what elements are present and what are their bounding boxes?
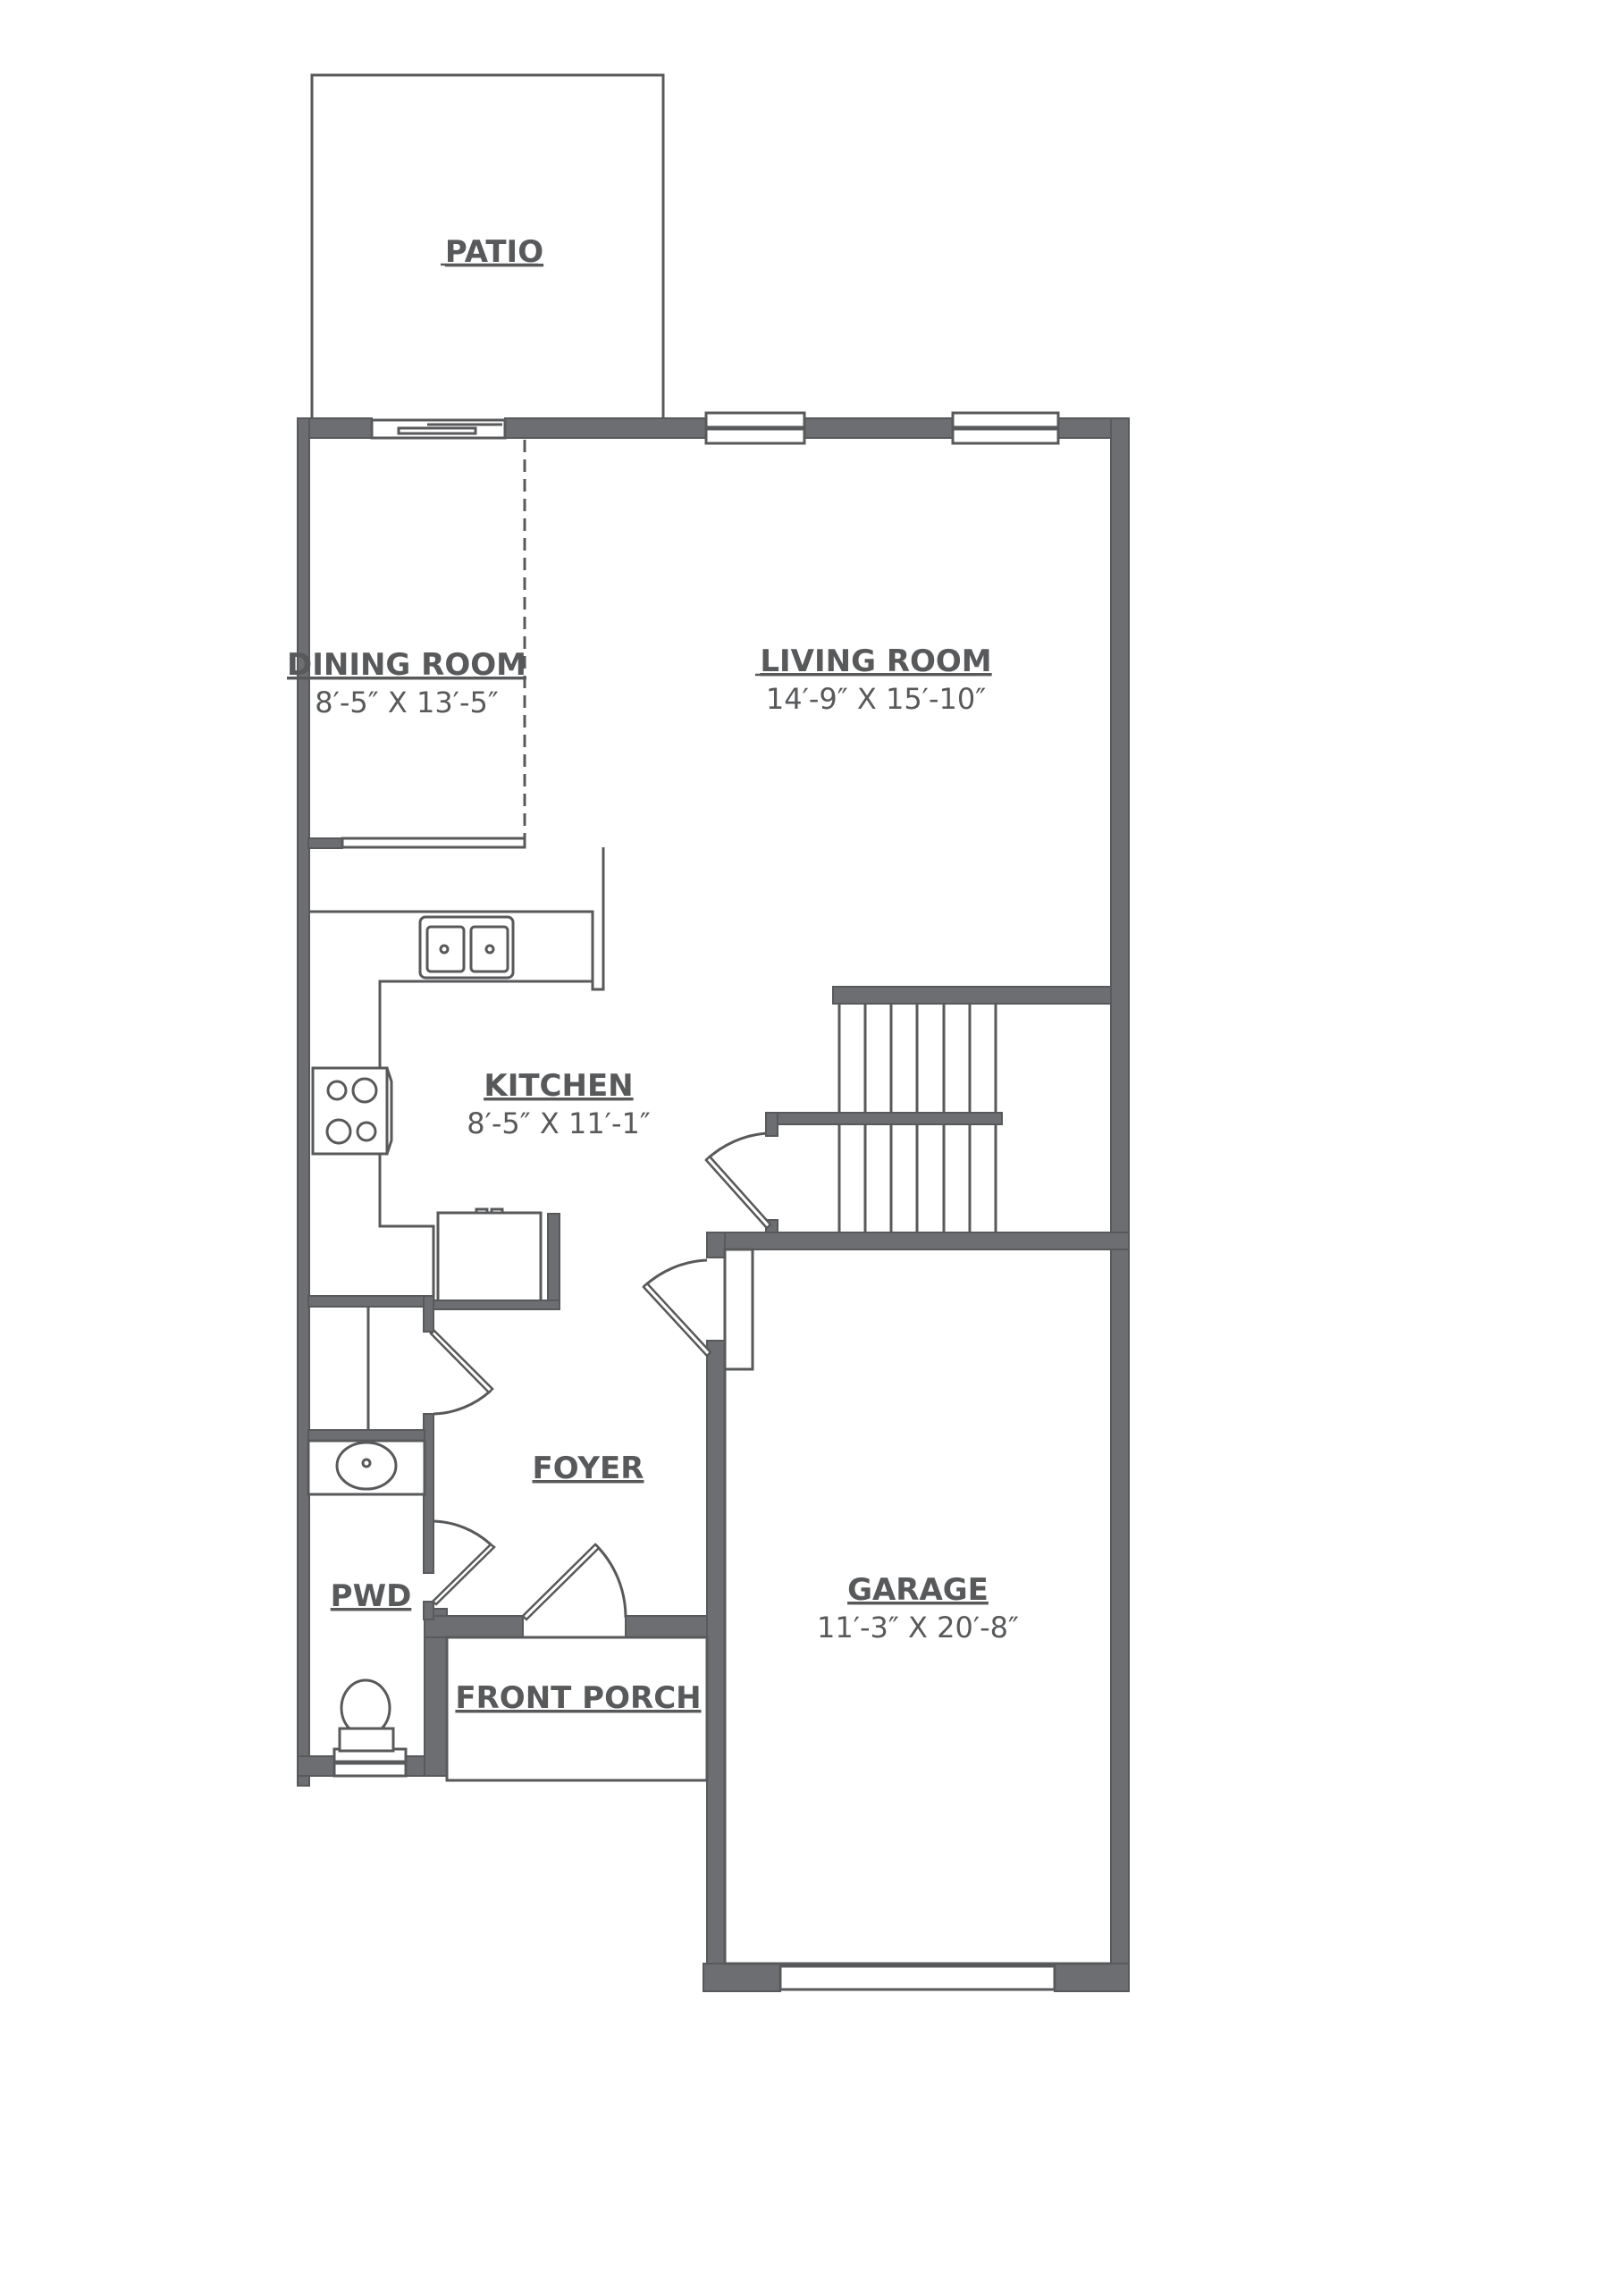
exterior-walls xyxy=(297,417,1130,1992)
drain-right xyxy=(484,944,495,955)
garage-entry-door-icon xyxy=(642,1258,712,1358)
stove-front xyxy=(385,1067,393,1155)
burner-4 xyxy=(356,1121,377,1142)
front-porch-outline xyxy=(445,1636,709,1782)
stair-door-jamb-top xyxy=(765,1112,778,1137)
refrigerator-icon xyxy=(436,1207,543,1308)
garage-door-opening xyxy=(778,1964,1056,1991)
sink-basin-left xyxy=(425,925,466,973)
stove-icon xyxy=(311,1066,393,1156)
stair-closet-door-icon xyxy=(704,1131,772,1230)
window-2-upper xyxy=(951,411,1060,429)
stairs xyxy=(837,1004,997,1232)
garage-step xyxy=(723,1248,754,1371)
pwd-door-icon xyxy=(431,1519,496,1606)
label-living-room: LIVING ROOM xyxy=(760,644,991,679)
label-kitchen: KITCHEN xyxy=(484,1068,633,1104)
top-wall-mid xyxy=(504,417,707,439)
dims-living-room: 14′-9″ X 15′-10″ xyxy=(766,682,986,716)
garage-inner-outline xyxy=(723,1249,1111,1965)
burner-2 xyxy=(351,1077,378,1104)
garage-door-jamb-top xyxy=(706,1232,726,1258)
burner-1 xyxy=(326,1080,348,1101)
stair-top-wall xyxy=(832,986,1112,1005)
dining-bottom-wall-stub xyxy=(307,837,343,849)
fridge-side-wall xyxy=(547,1213,560,1310)
pwd-window-lower xyxy=(332,1762,408,1778)
stair-mid-wall xyxy=(765,1112,1003,1125)
upper-counter xyxy=(309,847,605,991)
pwd-door-jamb-bottom xyxy=(423,1601,434,1620)
foyer-bottom-wall-left xyxy=(424,1615,524,1638)
window-2-lower xyxy=(951,427,1060,445)
drain-left xyxy=(439,944,450,955)
garage-left-wall xyxy=(706,1340,726,1992)
label-garage: GARAGE xyxy=(847,1572,989,1608)
stove-body xyxy=(311,1066,389,1156)
closet-bottom-wall xyxy=(307,1429,425,1442)
window-1-lower xyxy=(704,427,806,445)
closet-door-jamb-top xyxy=(423,1295,434,1333)
toilet-icon xyxy=(338,1678,395,1753)
fridge-body xyxy=(436,1211,543,1308)
dims-kitchen: 8′-5″ X 11′-1″ xyxy=(467,1106,651,1140)
label-pwd: PWD xyxy=(331,1578,412,1614)
fridge-bottom-wall xyxy=(433,1300,560,1310)
dims-garage: 11′-3″ X 20′-8″ xyxy=(817,1611,1019,1644)
label-dining-room: DINING ROOM xyxy=(287,647,526,683)
kitchen-bottom-wall xyxy=(307,1295,434,1308)
toilet-tank xyxy=(338,1727,395,1753)
room-labels: PATIO DINING ROOM 8′-5″ X 13′-5″ LIVING … xyxy=(287,234,1019,1716)
burner-3 xyxy=(325,1118,352,1145)
dining-counter-top xyxy=(341,837,526,849)
top-wall-mid2 xyxy=(804,417,954,439)
garage-bottom-wall-left xyxy=(703,1963,781,1992)
window-1-upper xyxy=(704,411,806,429)
label-front-porch: FRONT PORCH xyxy=(455,1680,701,1716)
dims-dining-room: 8′-5″ X 13′-5″ xyxy=(315,686,499,719)
bathroom-sink-drain xyxy=(361,1458,372,1468)
fridge-handle-right xyxy=(490,1207,504,1215)
windows xyxy=(332,411,1060,1778)
label-foyer: FOYER xyxy=(533,1451,644,1486)
counter-edge-bottom xyxy=(378,1153,435,1300)
garage-bottom-wall-right xyxy=(1054,1963,1130,1992)
right-wall xyxy=(1110,417,1130,1992)
left-wall xyxy=(297,417,310,1787)
interior-walls xyxy=(307,986,1130,1620)
fridge-handle-left xyxy=(475,1207,489,1215)
counter-edge-top xyxy=(378,980,593,1068)
pwd-fixtures xyxy=(307,1439,426,1753)
sliding-door-panel xyxy=(397,426,477,435)
front-door-icon xyxy=(521,1543,627,1639)
closet-door-icon xyxy=(429,1329,494,1416)
kitchen-counters xyxy=(309,847,605,1310)
stair-bottom-wall xyxy=(706,1232,1130,1250)
sink-basin-right xyxy=(469,925,509,973)
